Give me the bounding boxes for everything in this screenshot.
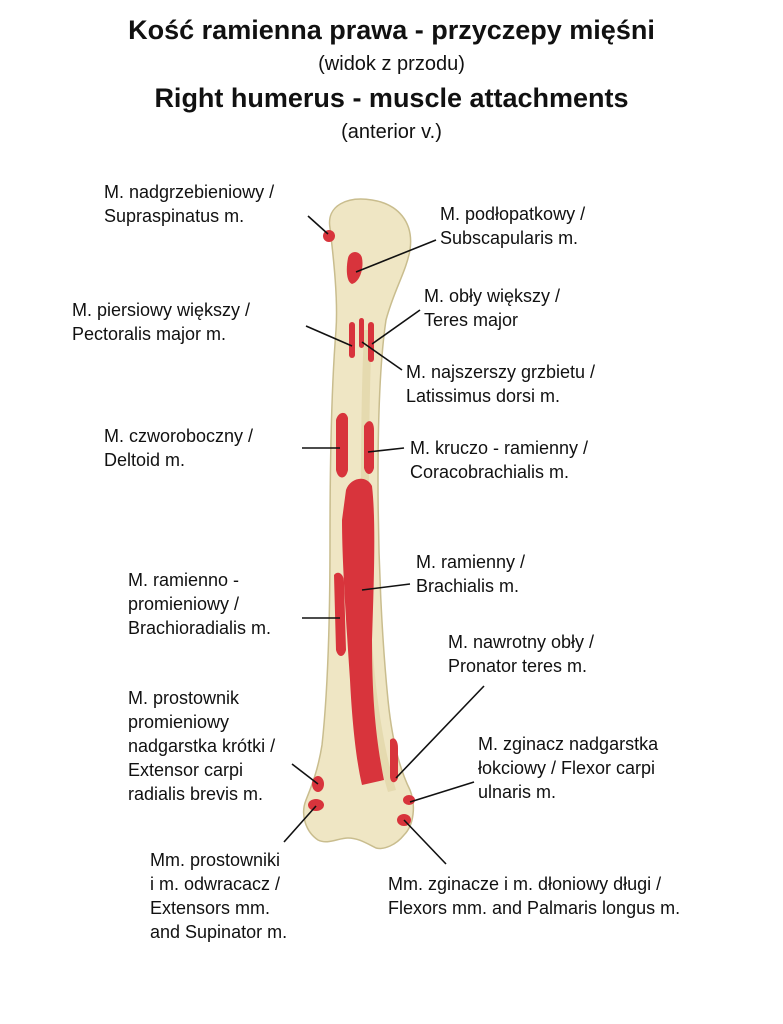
label-coracobrachialis: M. kruczo - ramienny / Coracobrachialis … — [410, 436, 588, 484]
label-line: promieniowy / — [128, 594, 240, 614]
title-english: Right humerus - muscle attachments — [154, 83, 629, 113]
attachment-brachialis — [342, 478, 384, 785]
label-line: Coracobrachialis m. — [410, 462, 570, 482]
label-line: nadgarstka krótki / — [128, 736, 276, 756]
leader-supraspinatus — [307, 215, 329, 235]
leader-coracobrachialis — [367, 447, 405, 453]
label-pronator-teres: M. nawrotny obły / Pronator teres m. — [448, 630, 594, 678]
leader-subscapularis — [355, 239, 437, 273]
attachment-coracobrachialis — [364, 421, 374, 474]
label-line: M. piersiowy większy / — [72, 300, 251, 320]
attachment-pectoralis-major — [349, 322, 355, 358]
leader-fcu — [409, 781, 475, 803]
subtitle-english: (anterior v.) — [341, 121, 442, 143]
label-line: łokciowy / Flexor carpi — [478, 758, 656, 778]
label-line: radialis brevis m. — [128, 784, 264, 804]
label-pectoralis-major: M. piersiowy większy / Pectoralis major … — [72, 298, 250, 346]
leader-flexors — [403, 819, 447, 865]
label-brachioradialis: M. ramienno - promieniowy / Brachioradia… — [128, 568, 271, 640]
label-line: Pronator teres m. — [448, 656, 588, 676]
label-line: Flexors mm. and Palmaris longus m. — [388, 898, 681, 918]
label-line: promieniowy — [128, 712, 230, 732]
label-line: M. kruczo - ramienny / — [410, 438, 589, 458]
label-line: Deltoid m. — [104, 450, 186, 470]
label-teres-major: M. obły większy / Teres major — [424, 284, 560, 332]
label-line: Mm. prostowniki — [150, 850, 281, 870]
label-line: Extensor carpi — [128, 760, 244, 780]
label-line: M. zginacz nadgarstka — [478, 734, 659, 754]
muscle-attachments — [308, 230, 415, 826]
leader-teres-major — [371, 309, 421, 345]
attachment-pronator-teres — [390, 738, 398, 783]
subtitle-polish: (widok z przodu) — [318, 53, 465, 75]
label-flexors: Mm. zginacze i m. dłoniowy długi / Flexo… — [388, 872, 680, 920]
label-line: M. obły większy / — [424, 286, 561, 306]
leader-lines — [283, 215, 485, 865]
label-deltoid: M. czworoboczny / Deltoid m. — [104, 424, 253, 472]
label-line: M. nawrotny obły / — [448, 632, 595, 652]
title-polish: Kość ramienna prawa - przyczepy mięśni — [128, 15, 655, 45]
label-line: M. podłopatkowy / — [440, 204, 586, 224]
leader-ecrb — [291, 763, 319, 785]
label-line: Mm. zginacze i m. dłoniowy długi / — [388, 874, 662, 894]
label-line: Latissimus dorsi m. — [406, 386, 561, 406]
label-line: M. czworoboczny / — [104, 426, 254, 446]
leader-pronator-teres — [395, 685, 485, 779]
label-line: i m. odwracacz / — [150, 874, 281, 894]
label-line: and Supinator m. — [150, 922, 288, 942]
leader-extensors — [283, 805, 317, 843]
label-line: M. prostownik — [128, 688, 240, 708]
label-line: ulnaris m. — [478, 782, 557, 802]
label-line: Brachioradialis m. — [128, 618, 272, 638]
label-subscapularis: M. podłopatkowy / Subscapularis m. — [440, 202, 585, 250]
attachment-deltoid — [336, 412, 348, 478]
label-line: M. ramienny / — [416, 552, 526, 572]
attachment-fcu — [403, 795, 415, 805]
attachment-extensors — [308, 799, 324, 811]
attachment-latissimus-dorsi — [359, 318, 364, 348]
label-line: Subscapularis m. — [440, 228, 579, 248]
label-brachialis: M. ramienny / Brachialis m. — [416, 550, 525, 598]
label-fcu: M. zginacz nadgarstka łokciowy / Flexor … — [478, 732, 658, 804]
label-latissimus-dorsi: M. najszerszy grzbietu / Latissimus dors… — [406, 360, 595, 408]
label-line: M. najszerszy grzbietu / — [406, 362, 596, 382]
leader-brachialis — [361, 583, 411, 591]
label-line: Pectoralis major m. — [72, 324, 227, 344]
attachment-brachioradialis — [334, 572, 346, 656]
label-line: Teres major — [424, 310, 519, 330]
attachment-subscapularis — [346, 252, 363, 284]
label-ecrb: M. prostownik promieniowy nadgarstka kró… — [128, 686, 275, 806]
label-extensors: Mm. prostowniki i m. odwracacz / Extenso… — [150, 848, 287, 944]
label-line: M. ramienno - — [128, 570, 240, 590]
label-line: M. nadgrzebieniowy / — [104, 182, 275, 202]
attachment-teres-major — [368, 322, 374, 362]
label-supraspinatus: M. nadgrzebieniowy / Supraspinatus m. — [104, 180, 274, 228]
leader-pectoralis-major — [305, 325, 353, 347]
label-line: Brachialis m. — [416, 576, 520, 596]
label-line: Extensors mm. — [150, 898, 271, 918]
label-line: Supraspinatus m. — [104, 206, 245, 226]
leader-latissimus-dorsi — [361, 341, 403, 371]
